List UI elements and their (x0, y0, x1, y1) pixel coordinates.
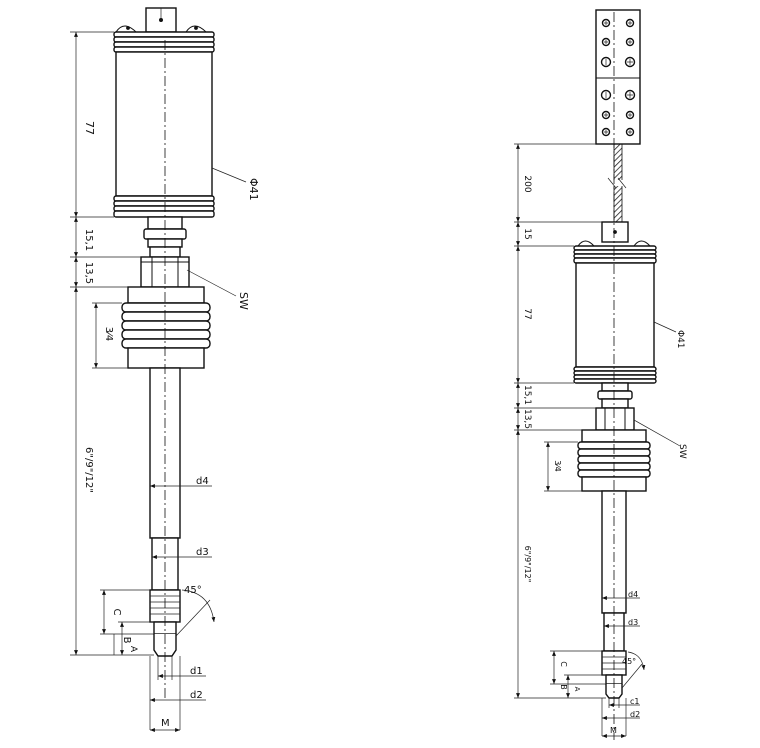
right-dim-C: C (559, 661, 568, 667)
right-sensor-view: 200 15 77 15,1 13,5 3⁄4 6"/9"/12" C B A … (514, 9, 687, 740)
left-bottom-rings (113, 195, 215, 218)
right-dim-77: 77 (522, 308, 532, 319)
right-dim-3-4: 3⁄4 (553, 460, 562, 472)
left-dim-SW: SW (237, 292, 250, 310)
right-dim-A: A (573, 687, 581, 692)
right-hex-nut (595, 407, 635, 431)
left-dim-C: C (111, 609, 122, 616)
left-dim-d4: d4 (196, 476, 209, 487)
right-bottom-rings (573, 366, 657, 384)
right-dim-d4: d4 (628, 590, 638, 599)
left-dim-M: M (161, 718, 170, 729)
right-housing (575, 262, 655, 368)
right-neck (601, 382, 629, 392)
left-dim-rod-length: 6"/9"/12" (83, 447, 94, 493)
left-top-rings (113, 31, 215, 53)
left-dim-13-5: 13,5 (83, 262, 94, 284)
right-dim-15-1: 15,1 (522, 385, 532, 405)
left-top-cap-bumps (115, 25, 207, 33)
left-dim-A: A (128, 646, 138, 653)
left-dim-15-1: 15,1 (83, 229, 94, 251)
left-dim-B: B (121, 637, 132, 644)
right-dim-B: B (559, 684, 568, 690)
right-dim-rod-length: 6"/9"/12" (523, 546, 532, 583)
left-dim-45: 45° (184, 585, 202, 596)
left-housing (115, 51, 213, 197)
right-dim-phi41: Φ41 (675, 330, 685, 349)
left-dim-77: 77 (83, 121, 96, 135)
right-dim-M: M (610, 726, 617, 735)
left-cooling-fins (121, 286, 211, 369)
left-dim-d1: d1 (190, 666, 203, 677)
left-dim-d3: d3 (196, 547, 209, 558)
right-dim-13-5: 13,5 (522, 409, 532, 429)
right-dim-c1: c1 (630, 697, 640, 706)
right-terminal-screws (600, 18, 636, 137)
right-dim-d3: d3 (628, 618, 638, 627)
right-dim-45: 45° (622, 657, 636, 666)
right-dim-d2: d2 (630, 710, 640, 719)
right-dim-200: 200 (522, 175, 532, 192)
left-dim-phi41: Φ41 (247, 178, 260, 201)
right-terminal-block (595, 9, 641, 145)
right-dim-15: 15 (522, 228, 532, 239)
right-dim-SW: SW (677, 444, 687, 459)
right-top-rings (573, 245, 657, 264)
left-dim-3-4: 3⁄4 (103, 327, 114, 341)
left-sensor-view: 77 15,1 13,5 3⁄4 6"/9"/12" C B A Φ41 SW … (70, 7, 260, 732)
left-dim-d2: d2 (190, 690, 203, 701)
